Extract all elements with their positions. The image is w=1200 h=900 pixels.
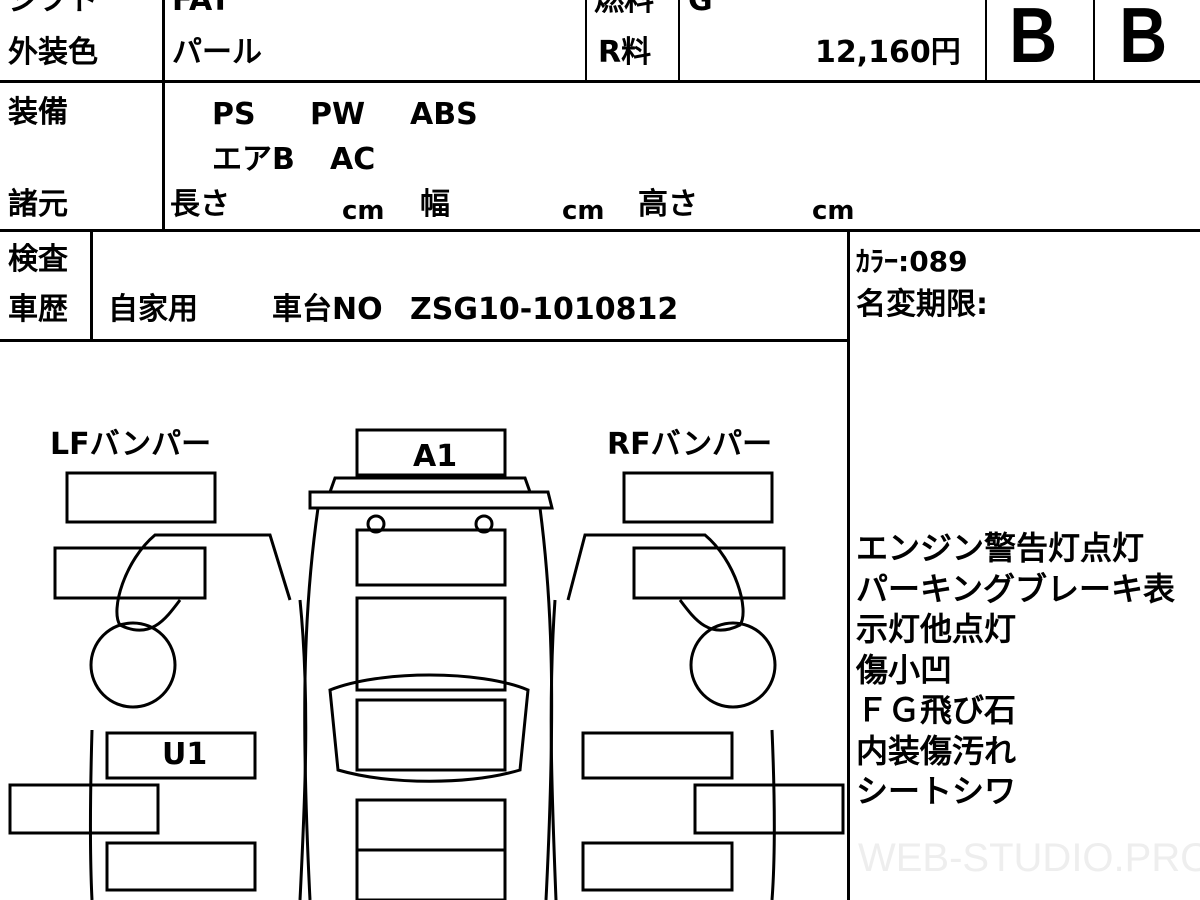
width-label: 幅	[420, 187, 450, 222]
length-label: 長さ	[170, 187, 230, 222]
divider	[678, 0, 680, 82]
history-label: 車歴	[8, 292, 68, 327]
divider	[1093, 0, 1095, 82]
divider	[90, 230, 93, 342]
equipment-item: ABS	[410, 97, 478, 132]
fuel-value: G	[688, 0, 713, 18]
remark: 内装傷汚れ	[856, 731, 1017, 770]
height-label: 高さ	[638, 187, 698, 222]
remark: パーキングブレーキ表	[856, 569, 1176, 608]
remark: 示灯他点灯	[856, 610, 1017, 648]
equipment-item: エアB	[212, 142, 295, 177]
color-value: パール	[172, 35, 262, 70]
lf-bumper-box	[65, 471, 217, 524]
remark: 傷小凹	[856, 650, 953, 689]
rf-bumper-label: RFバンパー	[607, 427, 773, 462]
fuel-label: 燃料	[594, 0, 654, 18]
equipment-item: PS	[212, 97, 256, 132]
divider	[0, 339, 848, 342]
shift-value: FAT	[172, 0, 231, 18]
divider	[0, 80, 1200, 83]
unit: cm	[562, 196, 605, 226]
car-diagram	[8, 428, 845, 900]
unit: cm	[342, 196, 385, 226]
chassis-label: 車台NO	[272, 292, 383, 327]
left-damage-mark: U1	[162, 737, 208, 772]
recycle-value: 12,160円	[815, 35, 961, 70]
front-damage-mark: A1	[413, 439, 458, 474]
divider	[847, 230, 850, 900]
chassis-no: ZSG10-1010812	[410, 292, 679, 327]
remark: シートシワ	[856, 772, 1017, 810]
remarks-list: エンジン警告灯点灯 パーキングブレーキ表 示灯他点灯 傷小凹 ＦＧ飛び石 内装傷…	[856, 528, 1175, 812]
usage: 自家用	[108, 292, 198, 327]
panel-boxes	[8, 428, 845, 900]
equipment-label: 装備	[8, 95, 68, 130]
shift-label: シフト	[8, 0, 98, 18]
divider	[585, 0, 587, 82]
recycle-label: R料	[598, 35, 652, 70]
specs-label: 諸元	[8, 187, 68, 222]
remark: エンジン警告灯点灯	[856, 529, 1145, 567]
remark: ＦＧ飛び石	[856, 691, 1017, 729]
color-label: 外装色	[8, 35, 98, 70]
equipment-item: PW	[310, 97, 366, 132]
name-change-deadline: 名変期限:	[856, 287, 988, 322]
color-code: ｶﾗｰ:089	[856, 245, 968, 278]
divider	[162, 0, 165, 232]
inspection-label: 検査	[8, 242, 68, 277]
grade-interior: B	[1119, 0, 1168, 79]
grade-exterior: B	[1009, 0, 1058, 79]
lf-bumper-label: LFバンパー	[50, 427, 212, 462]
divider	[985, 0, 987, 82]
front-box	[355, 428, 507, 477]
equipment-item: AC	[330, 142, 376, 177]
unit: cm	[812, 196, 855, 226]
rf-bumper-box	[622, 471, 774, 524]
watermark: WEB-STUDIO.PRO	[858, 836, 1200, 880]
divider	[0, 229, 1200, 232]
